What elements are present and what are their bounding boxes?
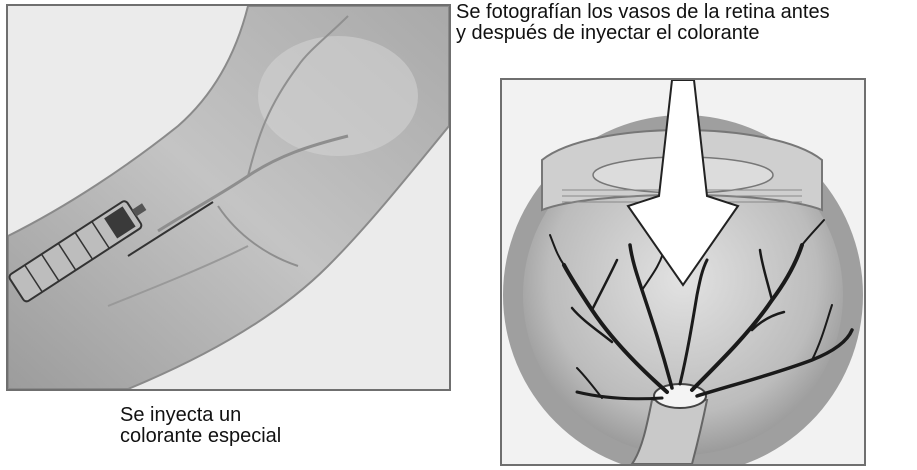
- injection-caption-line2: colorante especial: [120, 426, 281, 447]
- arm-injection-panel: [6, 4, 451, 391]
- eye-cross-section: [502, 80, 864, 464]
- eye-panel: [500, 78, 866, 466]
- photography-caption-line2: y después de inyectar el colorante: [456, 23, 830, 44]
- arm-illustration: [8, 6, 449, 389]
- injection-caption: Se inyecta un colorante especial: [120, 405, 281, 447]
- photography-caption-line1: Se fotografían los vasos de la retina an…: [456, 2, 830, 23]
- injection-caption-line1: Se inyecta un: [120, 405, 281, 426]
- photography-caption: Se fotografían los vasos de la retina an…: [456, 2, 830, 44]
